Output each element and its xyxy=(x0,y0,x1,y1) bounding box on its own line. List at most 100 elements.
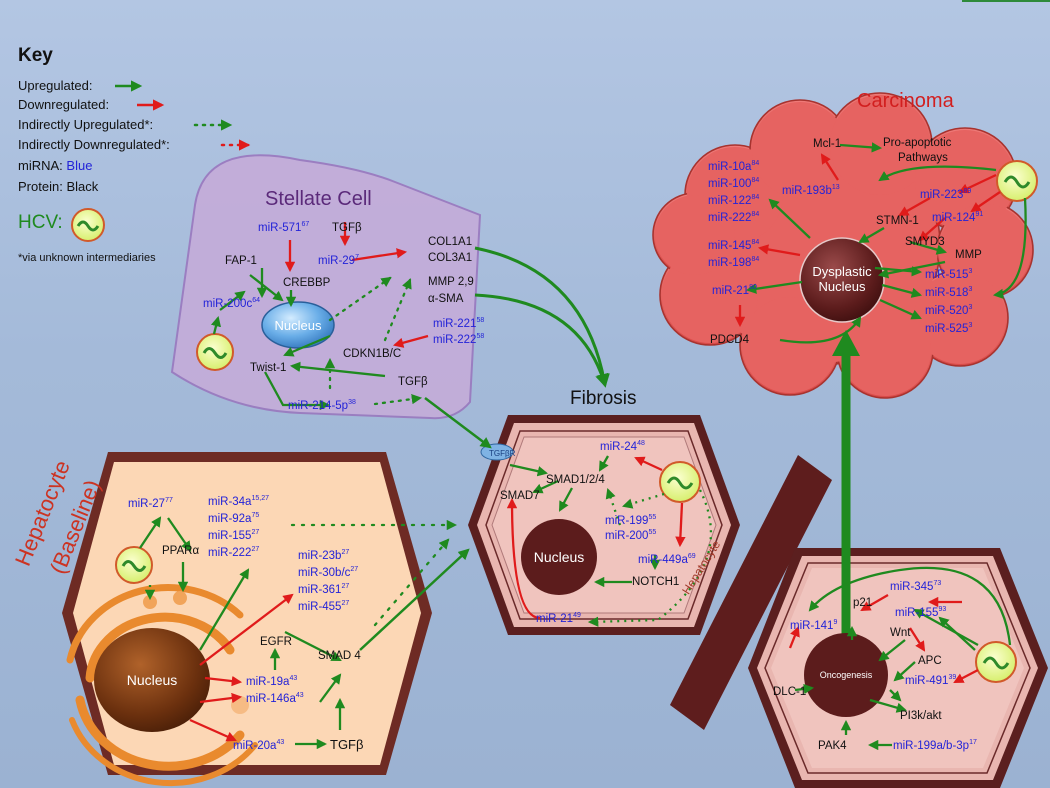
hcv-icon-stellate xyxy=(196,333,234,371)
p21: p21 xyxy=(853,597,873,609)
egfr: EGFR xyxy=(260,636,292,648)
hep-mir222: miR-222 xyxy=(208,547,252,559)
car-mir145: miR-145 xyxy=(708,240,752,252)
fib-mir200: miR-200 xyxy=(605,530,649,542)
fibrosis-nucleus-label: Nucleus xyxy=(533,549,585,565)
fib-mir449a: miR-449a xyxy=(638,554,688,566)
car-mir21: miR-21 xyxy=(712,285,750,297)
fibrosis-nucleus xyxy=(521,519,597,595)
key-indirect-down: Indirectly Downregulated*: xyxy=(18,137,170,152)
onc-mir141: miR-141 xyxy=(790,620,834,632)
stellate-title: Stellate Cell xyxy=(265,188,372,210)
mir29-label: miR-29 xyxy=(318,255,356,267)
stmn1: STMN-1 xyxy=(876,215,919,227)
col3a1: COL3A1 xyxy=(428,252,473,264)
ppar-alpha: PPARα xyxy=(162,545,200,557)
smad7: SMAD7 xyxy=(500,490,540,502)
dlc1: DLC-1 xyxy=(773,686,807,698)
stellate-nucleus-label: Nucleus xyxy=(274,318,322,333)
hep-tgfb: TGFβ xyxy=(330,737,364,752)
hcv-icon-oncogenesis xyxy=(975,641,1017,683)
car-mir515: miR-515 xyxy=(925,269,969,281)
fib-mir21: miR-21 xyxy=(536,613,574,625)
car-mmp: MMP xyxy=(955,249,982,261)
hep-mir30bc: miR-30b/c xyxy=(298,567,351,579)
fib-mir199: miR-199 xyxy=(605,515,649,527)
car-mir525: miR-525 xyxy=(925,323,969,335)
key-hcv: HCV: xyxy=(18,212,63,233)
oncogenesis-nucleus xyxy=(804,633,888,717)
apc: APC xyxy=(918,655,942,667)
hepatocyte-nucleus xyxy=(94,628,210,732)
hcv-icon-carcinoma xyxy=(996,160,1038,202)
smad124: SMAD1/2/4 xyxy=(546,474,605,486)
notch1: NOTCH1 xyxy=(632,576,680,588)
pi3k-akt: PI3k/akt xyxy=(900,710,942,722)
mir214-label: miR-214-5p xyxy=(288,400,349,412)
hep-mir23b: miR-23b xyxy=(298,550,342,562)
mir200c-label: miR-200c xyxy=(203,298,253,310)
oncogenesis-nucleus-label: Oncogenesis xyxy=(819,670,873,680)
fib-mir24: miR-24 xyxy=(600,441,638,453)
key-footnote: *via unknown intermediaries xyxy=(18,252,156,264)
stellate-nucleus xyxy=(261,301,335,349)
tgfbr-label: TGFβR xyxy=(489,449,516,458)
car-mir520: miR-520 xyxy=(925,305,969,317)
hep-mir19a: miR-19a xyxy=(246,676,290,688)
hep-mir361: miR-361 xyxy=(298,584,342,596)
col1a1: COL1A1 xyxy=(428,236,473,248)
onc-mir155: miR-155 xyxy=(895,607,939,619)
key-protein: Protein: Black xyxy=(18,179,99,194)
car-mir10a: miR-10a xyxy=(708,161,752,173)
onc-mir199ab: miR-199a/b-3p xyxy=(893,740,970,752)
mir222-label: miR-222 xyxy=(433,334,477,346)
car-mir124: miR-124 xyxy=(932,212,976,224)
smyd3: SMYD3 xyxy=(905,236,945,248)
proapop2: Pathways xyxy=(898,152,948,164)
onc-mir345: miR-345 xyxy=(890,581,934,593)
hepatocyte-nucleus-label: Nucleus xyxy=(126,672,178,688)
onc-mir491: miR-491 xyxy=(905,675,949,687)
pak4: PAK4 xyxy=(818,740,847,752)
wnt: Wnt xyxy=(890,627,911,639)
key-upregulated: Upregulated: xyxy=(18,78,93,93)
pdcd4: PDCD4 xyxy=(710,334,749,346)
carcinoma-nucleus xyxy=(799,237,885,323)
car-mir223: miR-223 xyxy=(920,189,964,201)
carcinoma-nucleus-label: Dysplastic Nucleus xyxy=(812,264,872,294)
key-downregulated: Downregulated: xyxy=(18,97,110,112)
key-indirect-up: Indirectly Upregulated*: xyxy=(18,117,154,132)
mir221-label: miR-221 xyxy=(433,318,477,330)
tgfb-top: TGFβ xyxy=(332,222,362,234)
car-mir222: miR-222 xyxy=(708,212,752,224)
divider-bar xyxy=(670,455,832,730)
car-mir100: miR-100 xyxy=(708,178,752,190)
hep-mir20a: miR-20a xyxy=(233,740,277,752)
stellate-cell xyxy=(170,154,482,420)
mmp29: MMP 2,9 xyxy=(428,276,474,288)
mcl1: Mcl-1 xyxy=(813,138,842,150)
cdkn1bc: CDKN1B/C xyxy=(343,348,402,360)
fap1: FAP-1 xyxy=(225,255,257,267)
proapop1: Pro-apoptotic xyxy=(883,137,952,149)
key-title: Key xyxy=(18,45,53,66)
car-mir198: miR-198 xyxy=(708,257,752,269)
hcv-icon-hepatocyte xyxy=(115,546,153,584)
car-mir122: miR-122 xyxy=(708,195,752,207)
hcv-icon-key xyxy=(71,208,105,242)
hep-mir455: miR-455 xyxy=(298,601,342,613)
car-mir518: miR-518 xyxy=(925,287,969,299)
key-mirna: miRNA: Blue xyxy=(18,158,93,173)
hcv-icon-fibrosis xyxy=(659,461,701,503)
fibrosis-title: Fibrosis xyxy=(570,388,637,409)
smad4: SMAD 4 xyxy=(318,650,361,662)
alpha-sma: α-SMA xyxy=(428,293,464,305)
hep-mir27: miR-27 xyxy=(128,498,166,510)
car-mir193b: miR-193b xyxy=(782,185,832,197)
carcinoma-title: Carcinoma xyxy=(857,90,954,112)
hep-mir155: miR-155 xyxy=(208,530,252,542)
hep-mir34a: miR-34a xyxy=(208,496,252,508)
hep-mir92a: miR-92a xyxy=(208,513,252,525)
